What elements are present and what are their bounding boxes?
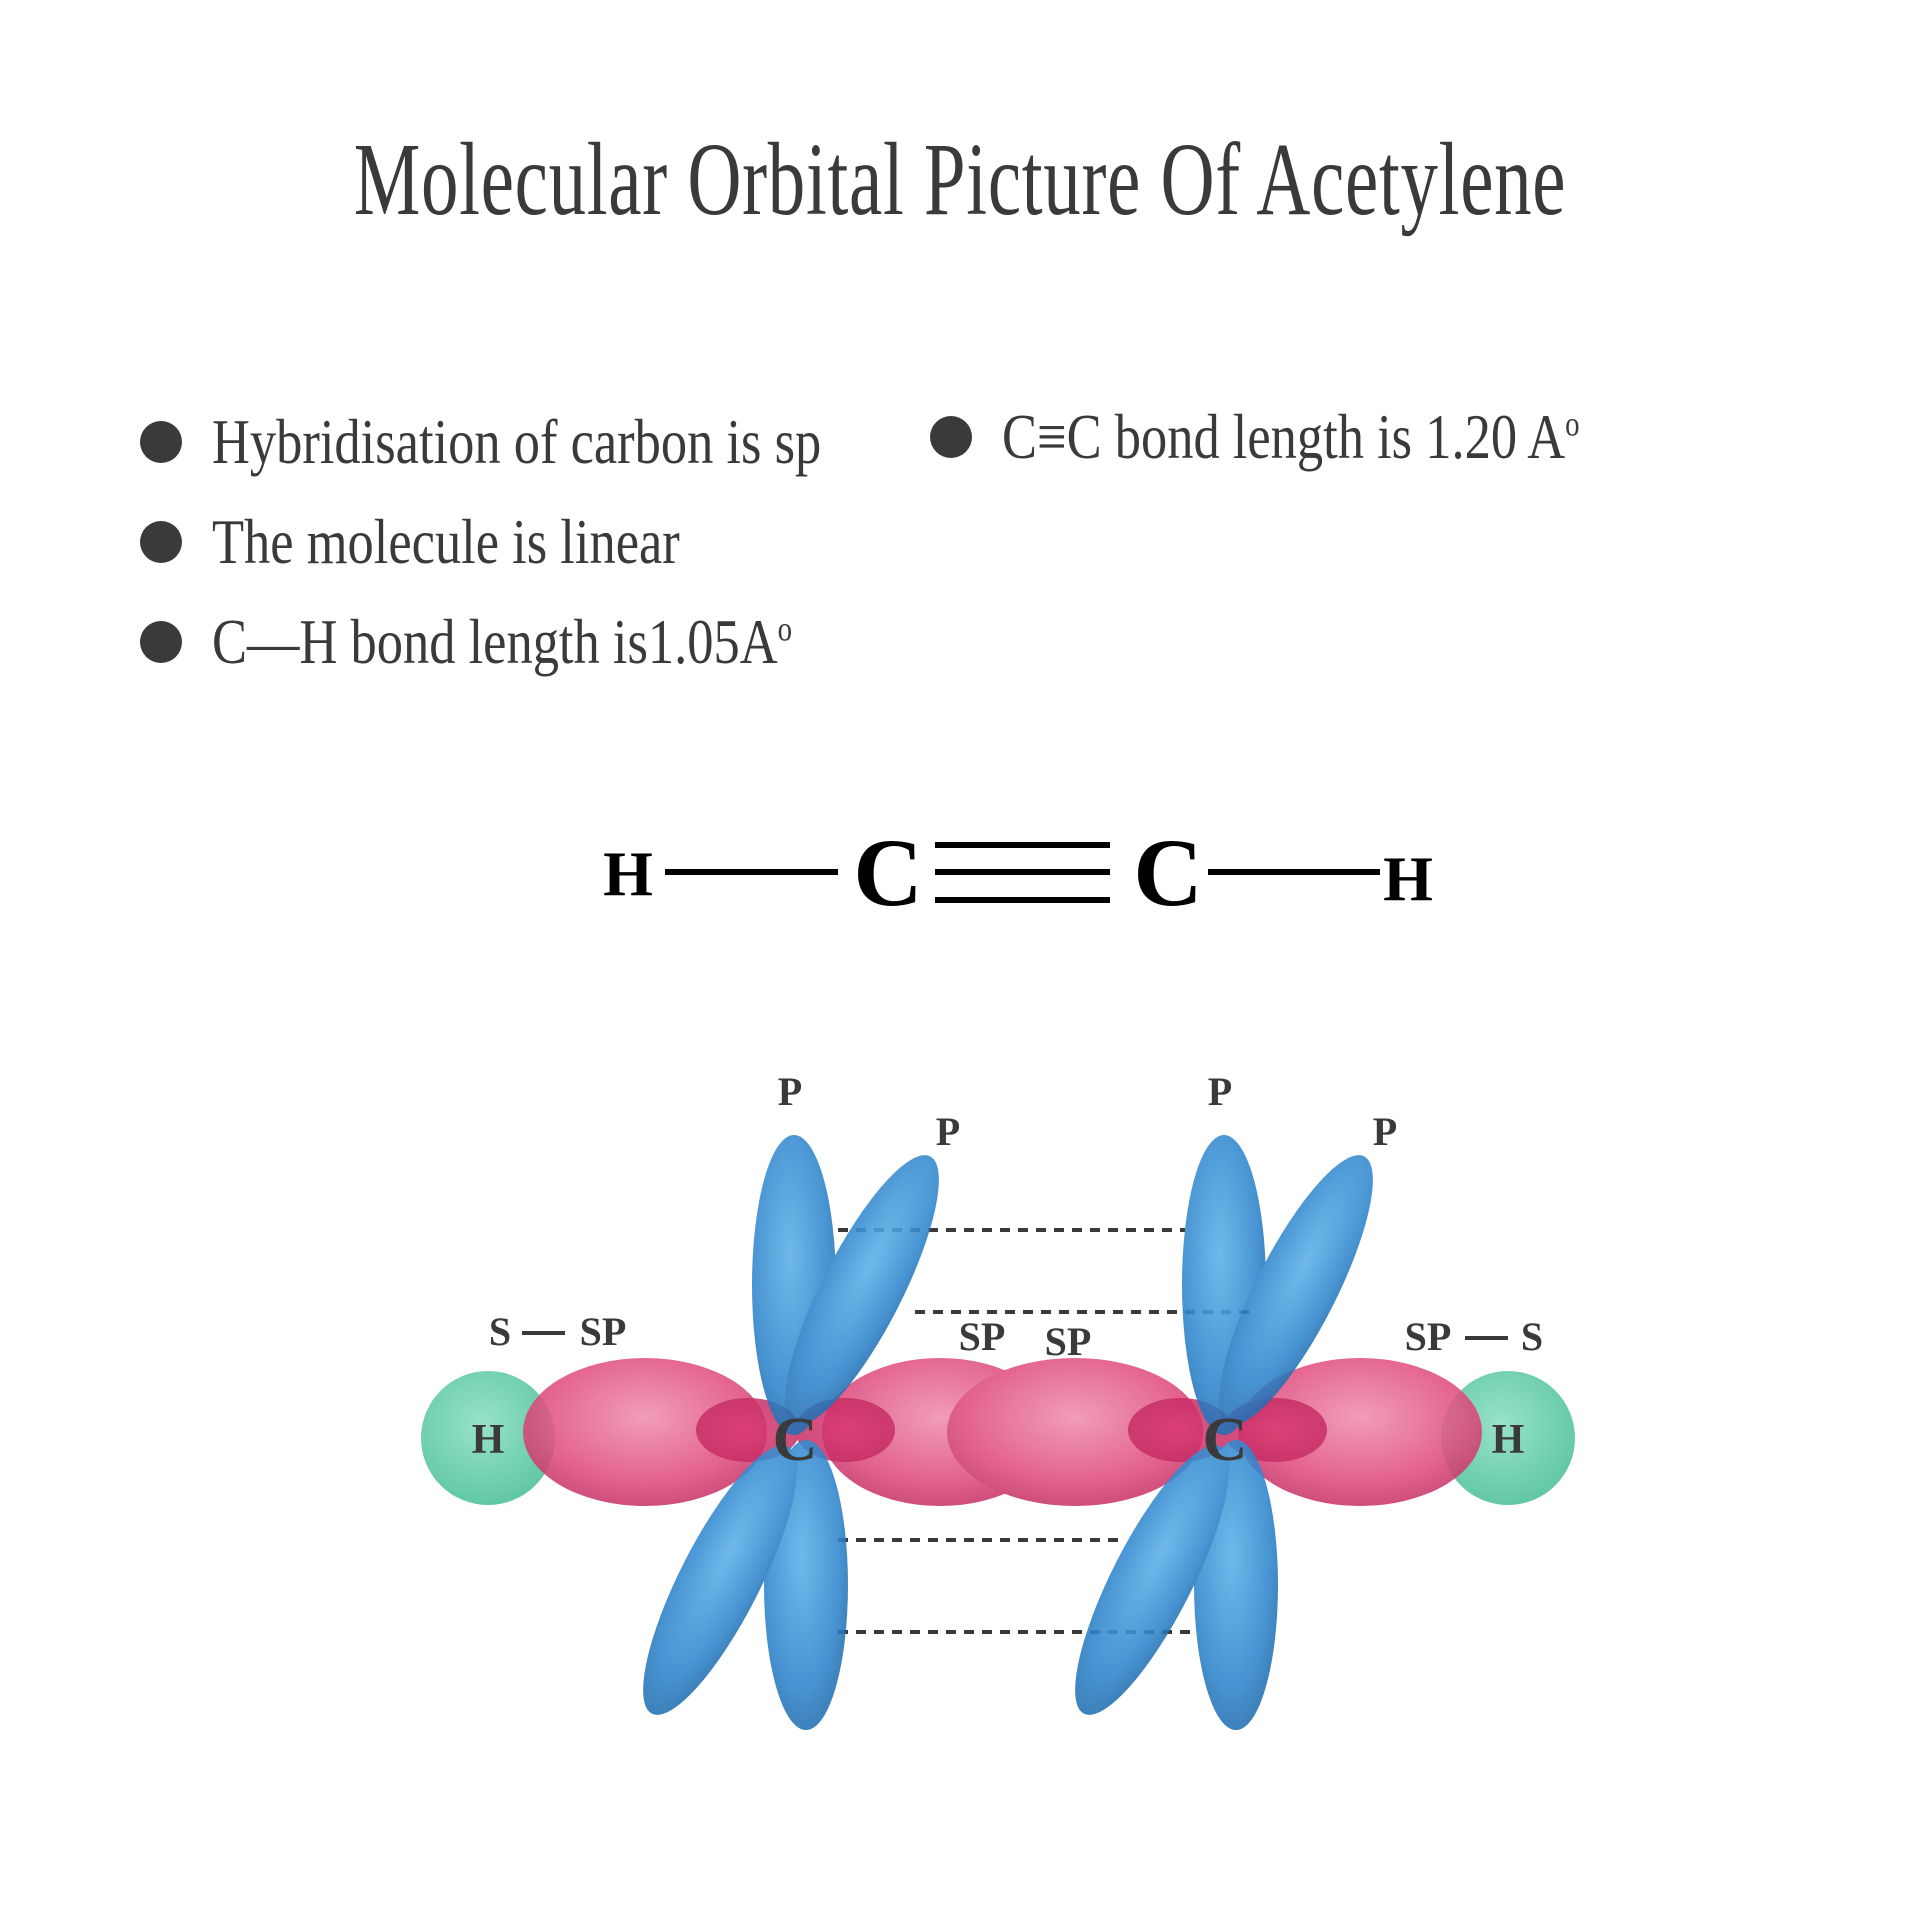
fact-cc-bond: C≡C bond length is 1.20 Ao — [930, 400, 1706, 474]
p-label: P — [1208, 1069, 1232, 1114]
orbital-atom-h-left: H — [472, 1417, 505, 1463]
p-label: P — [1373, 1109, 1397, 1154]
sp-label-center-right: SP — [1045, 1319, 1092, 1364]
ch-bond-symbol: — — [247, 606, 300, 677]
sp-orbital-c2-left — [947, 1358, 1203, 1506]
bullet-dot — [140, 621, 182, 663]
bullet-dot — [140, 421, 182, 463]
s-label-left: S — [489, 1309, 511, 1354]
fact-linear-text: The molecule is linear — [212, 506, 680, 577]
p-label: P — [936, 1109, 960, 1154]
h-s-orbital-right — [1441, 1371, 1575, 1505]
sp-orbital-c2-right — [1238, 1358, 1482, 1506]
sp-label-center-left: SP — [959, 1314, 1006, 1359]
cc-atom-c: C — [1002, 401, 1038, 472]
struct-atom-h-right: H — [1383, 843, 1433, 914]
sp-label-left: SP — [580, 1309, 627, 1354]
ch-bond-rest: H bond length is1.05A — [299, 606, 778, 677]
p-orbital-tilted-lower — [1075, 1445, 1229, 1715]
diagram-title: Molecular Orbital Picture Of Acetylene — [353, 122, 1567, 237]
p-orbital-tilted-lower — [643, 1445, 797, 1715]
orbital-atom-c-left: C — [773, 1406, 818, 1474]
cc-bond-symbol: ≡ — [1037, 401, 1067, 472]
cc-bond-rest: C bond length is 1.20 A — [1066, 401, 1566, 472]
p-label: P — [778, 1069, 802, 1114]
fact-linear: The molecule is linear — [140, 505, 782, 579]
s-label-right: S — [1521, 1314, 1543, 1359]
ch-degree-sup: o — [777, 609, 793, 649]
struct-atom-h-left: H — [603, 838, 653, 909]
ch-atom-c: C — [212, 606, 248, 677]
orbital-atom-h-right: H — [1492, 1417, 1525, 1463]
p-orbitals-carbon-1 — [643, 1135, 939, 1730]
fact-ch-bond-text: C—H bond length is1.05Ao — [212, 605, 792, 679]
cc-degree-sup: o — [1565, 404, 1580, 444]
h-s-orbital-left — [421, 1371, 555, 1505]
p-orbital-tilted-upper — [785, 1155, 939, 1425]
sp-label-right: SP — [1405, 1314, 1452, 1359]
fact-hybridisation-text: Hybridisation of carbon is sp — [212, 406, 822, 477]
p-orbital-tilted-upper — [1219, 1155, 1373, 1425]
bullet-dot — [140, 521, 182, 563]
p-orbitals-carbon-2 — [1075, 1135, 1373, 1730]
orbital-atom-c-right: C — [1203, 1406, 1248, 1474]
fact-cc-bond-text: C≡C bond length is 1.20 Ao — [1002, 400, 1580, 474]
bullet-dot — [930, 416, 972, 458]
structural-formula: H C C H — [603, 819, 1433, 926]
fact-hybridisation: Hybridisation of carbon is sp — [140, 405, 955, 479]
sp-orbitals — [523, 1358, 1482, 1506]
struct-atom-c-left: C — [853, 819, 922, 926]
struct-atom-c-right: C — [1133, 819, 1202, 926]
fact-ch-bond: C—H bond length is1.05Ao — [140, 605, 919, 679]
sp-orbital-c1-left — [523, 1358, 767, 1506]
